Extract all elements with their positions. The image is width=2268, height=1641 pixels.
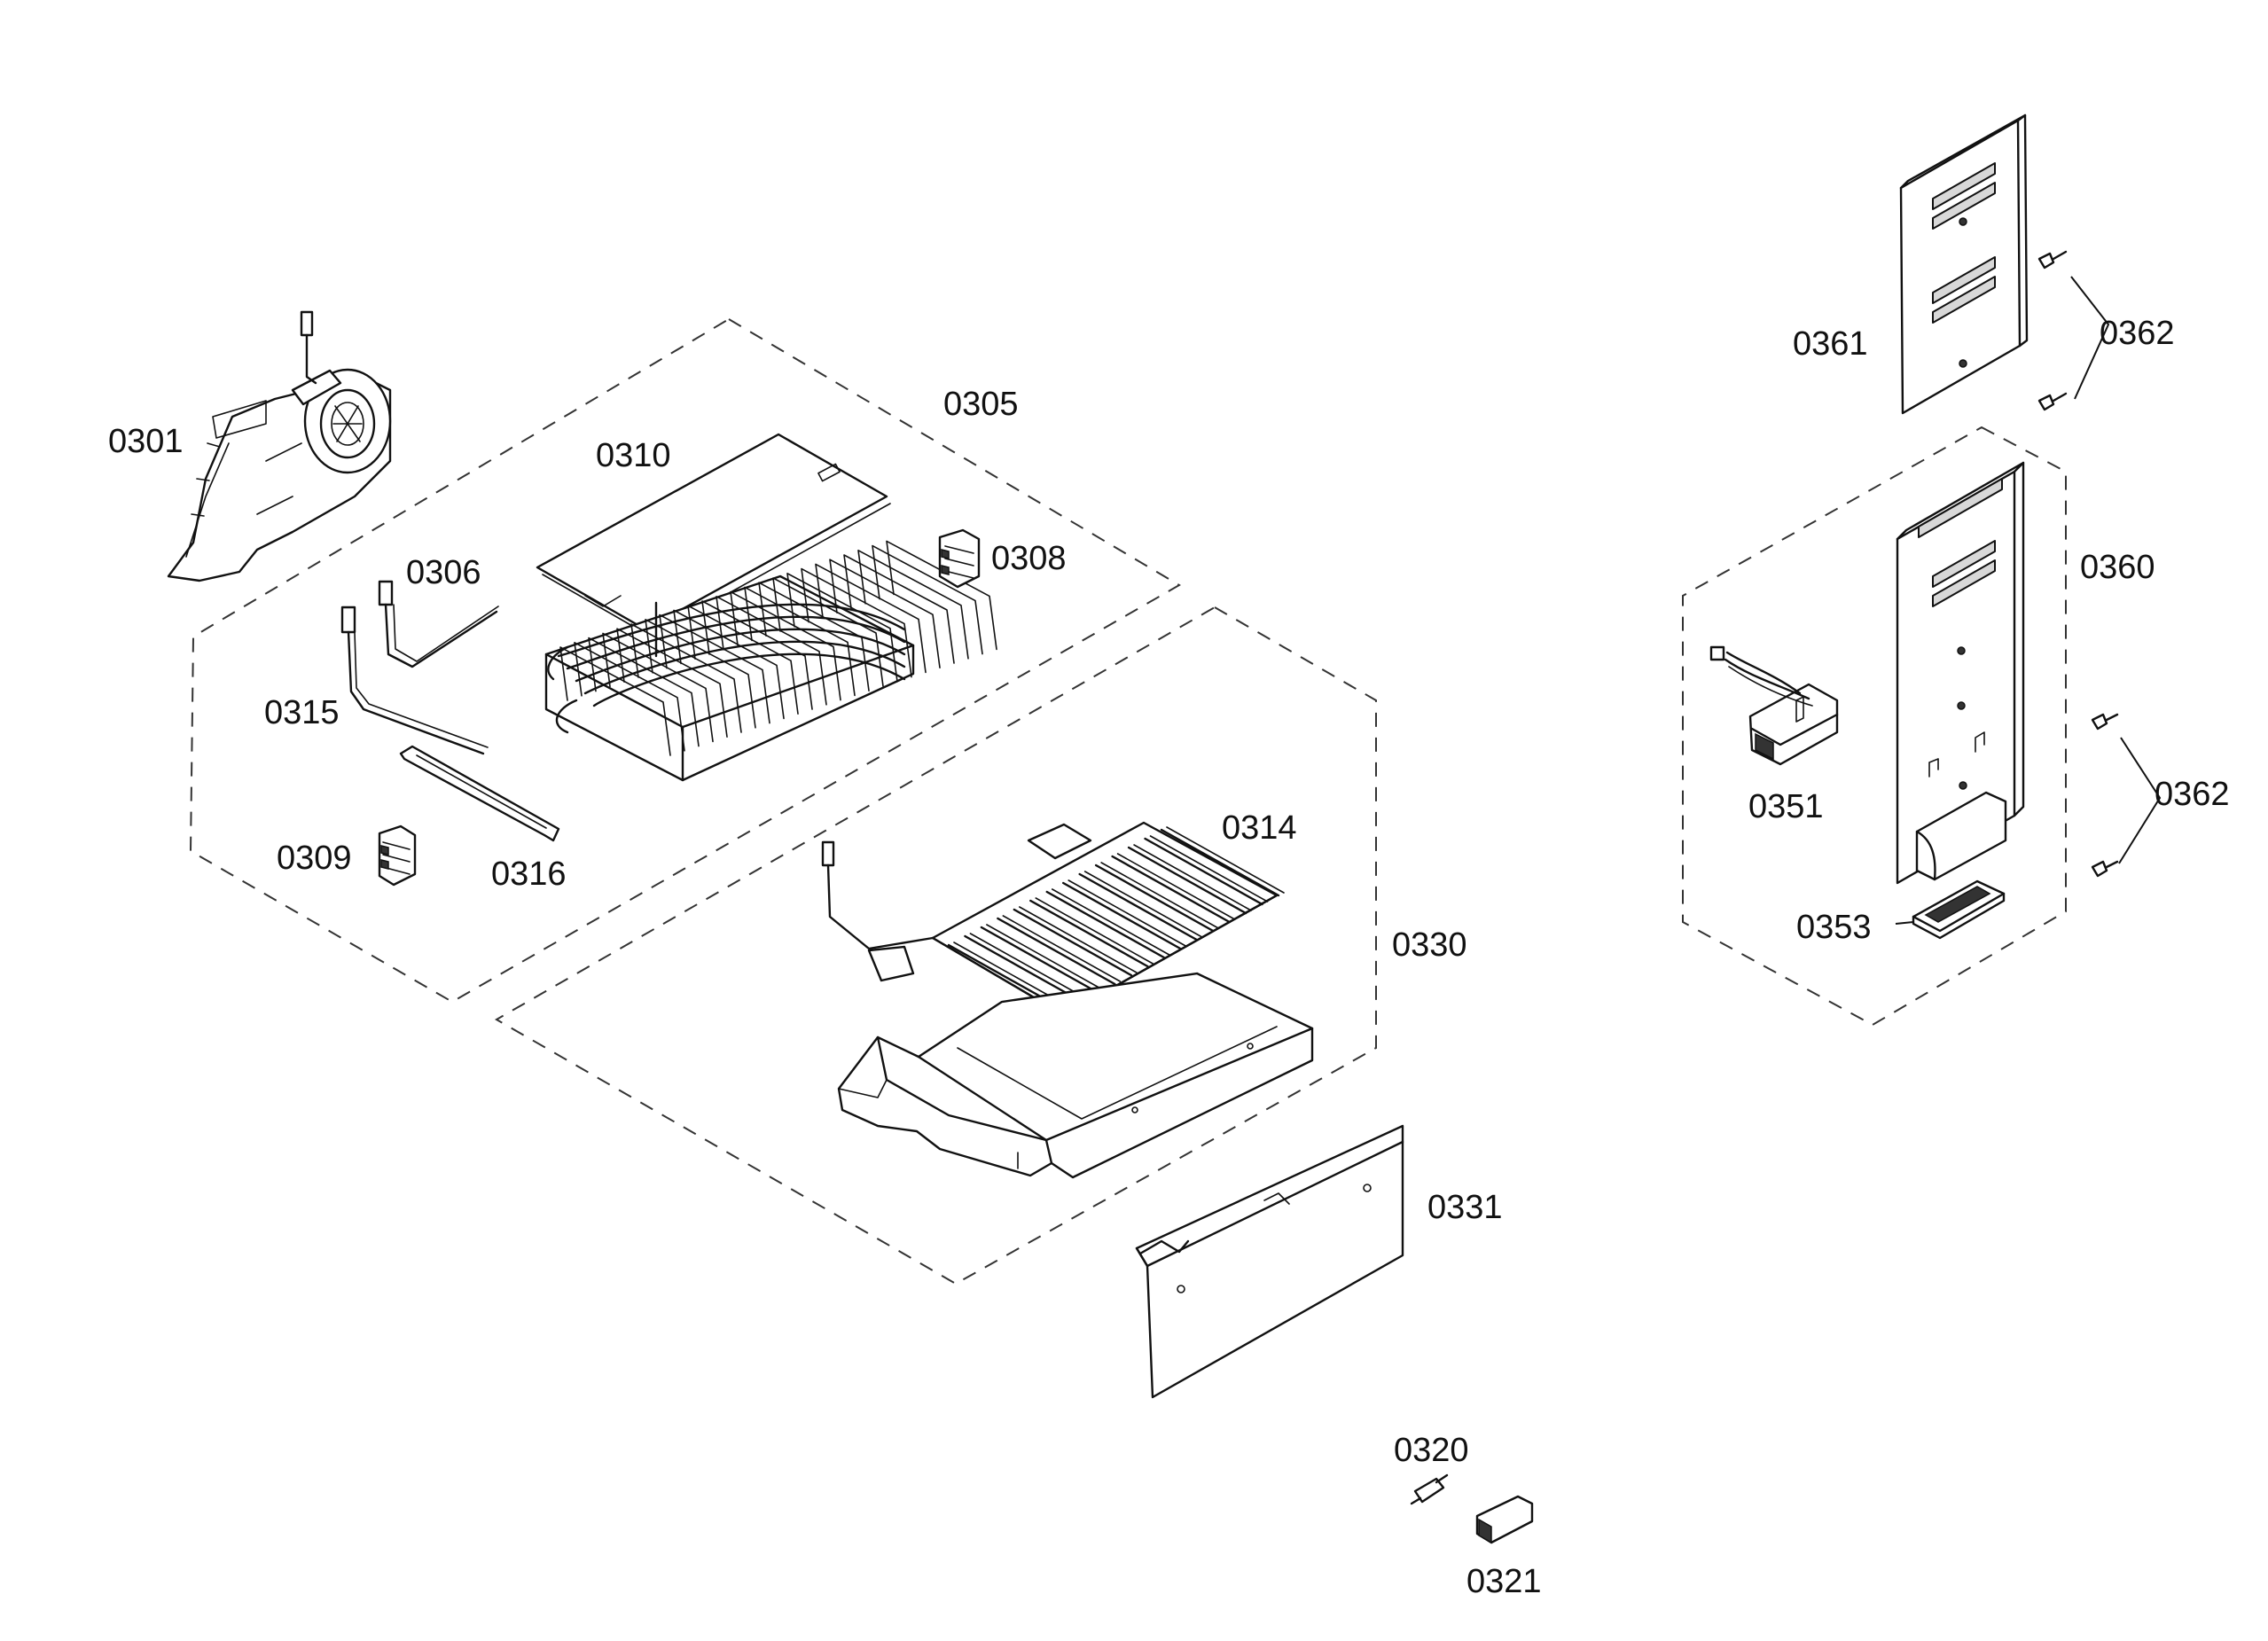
- label-0362-top: 0362: [2100, 315, 2175, 352]
- leader-0362-top: [2070, 276, 2110, 400]
- group-outline-0360: [1682, 426, 2067, 1027]
- sensor-part-0306: [378, 580, 499, 668]
- label-0353: 0353: [1796, 909, 1872, 946]
- label-0308: 0308: [991, 540, 1067, 577]
- clip-part-0309: [378, 824, 417, 887]
- label-0351: 0351: [1748, 788, 1824, 825]
- label-0320: 0320: [1394, 1432, 1469, 1469]
- bracket-part-0316: [399, 745, 560, 842]
- panel-part-0360: [1896, 461, 2025, 885]
- leader-0353: [1895, 921, 1914, 925]
- heater-grid-part-0314: [821, 821, 1285, 1017]
- pad-part-0353: [1912, 879, 2006, 940]
- screws-part-0362-top: [2037, 250, 2068, 411]
- label-0315: 0315: [264, 694, 340, 731]
- label-0314: 0314: [1222, 809, 1297, 847]
- evaporator-coil-part: [544, 540, 997, 782]
- switch-part-0351: [1709, 645, 1839, 766]
- wire-harness-part-0315: [340, 606, 489, 755]
- label-0362-bottom: 0362: [2155, 776, 2230, 813]
- label-0316: 0316: [491, 856, 567, 893]
- group-outline-0330: [494, 606, 1377, 1285]
- panel-part-0361: [1899, 113, 2029, 415]
- label-0360: 0360: [2080, 549, 2155, 586]
- label-0309: 0309: [277, 840, 352, 877]
- front-panel-part-0331: [1135, 1124, 1404, 1399]
- group-outline-0305: [189, 317, 1181, 1004]
- lamp-socket-part-0320: [1410, 1473, 1449, 1505]
- label-0305: 0305: [943, 386, 1019, 423]
- fan-motor-part: [167, 310, 392, 582]
- label-0361: 0361: [1793, 325, 1868, 363]
- drain-tray-part-0330: [837, 972, 1314, 1179]
- label-0321: 0321: [1466, 1563, 1542, 1600]
- label-0310: 0310: [596, 437, 671, 474]
- label-0301: 0301: [108, 423, 184, 460]
- label-0306: 0306: [406, 554, 481, 591]
- screws-part-0362-bottom: [2091, 713, 2119, 878]
- leader-0362-bottom: [2118, 737, 2162, 864]
- lamp-cover-part-0321: [1475, 1495, 1534, 1544]
- clip-part-0308: [938, 528, 981, 589]
- label-0331: 0331: [1427, 1189, 1503, 1226]
- label-0330: 0330: [1392, 926, 1467, 964]
